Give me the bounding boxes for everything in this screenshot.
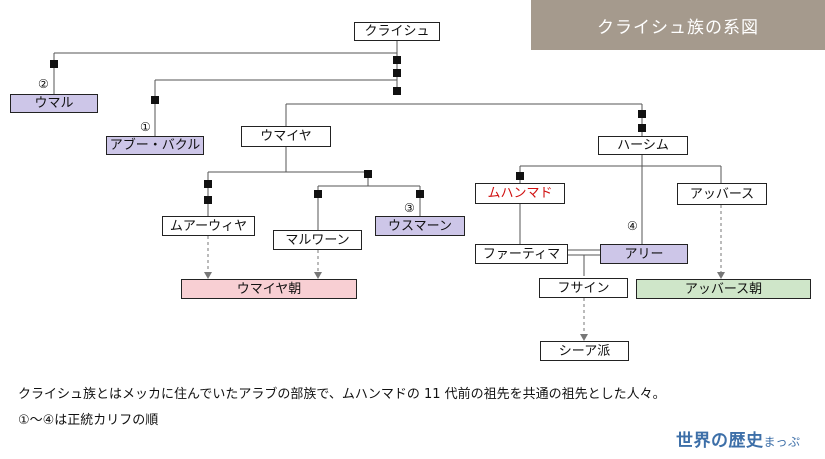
node-uthman: ウスマーン <box>375 216 465 236</box>
node-abbas: アッバース <box>677 183 767 205</box>
note-quraysh-definition: クライシュ族とはメッカに住んでいたアラブの部族で、ムハンマドの 11 代前の祖先… <box>18 387 666 402</box>
node-abu-bakr: アブー・バクル <box>106 136 204 155</box>
generation-markers <box>50 56 646 204</box>
node-fatima: ファーティマ <box>475 244 568 264</box>
node-hashim: ハーシム <box>598 136 688 155</box>
node-shia: シーア派 <box>540 341 629 361</box>
node-umayyad-dynasty: ウマイヤ朝 <box>181 279 357 299</box>
note-caliph-order: ①〜④は正統カリフの順 <box>18 413 159 428</box>
marker-abu-bakr: ① <box>140 120 151 134</box>
diagram-title: クライシュ族の系図 <box>531 0 825 50</box>
node-umayya: ウマイヤ <box>241 126 331 147</box>
marker-uthman: ③ <box>404 201 415 215</box>
node-ali: アリー <box>600 244 688 264</box>
node-quraysh: クライシュ <box>354 22 440 41</box>
node-muawiya: ムアーウィヤ <box>162 216 255 236</box>
node-umar: ウマル <box>10 94 98 113</box>
node-husayn: フサイン <box>539 278 628 298</box>
marker-umar: ② <box>38 77 49 91</box>
marker-ali: ④ <box>627 219 638 233</box>
node-muhammad: ムハンマド <box>475 183 565 204</box>
site-logo: 世界の歴史まっぷ <box>676 426 801 451</box>
node-marwan: マルワーン <box>273 230 362 250</box>
site-logo-sub: まっぷ <box>763 435 801 449</box>
node-abbasid-dynasty: アッバース朝 <box>636 279 811 299</box>
site-logo-main: 世界の歴史 <box>676 431 764 451</box>
